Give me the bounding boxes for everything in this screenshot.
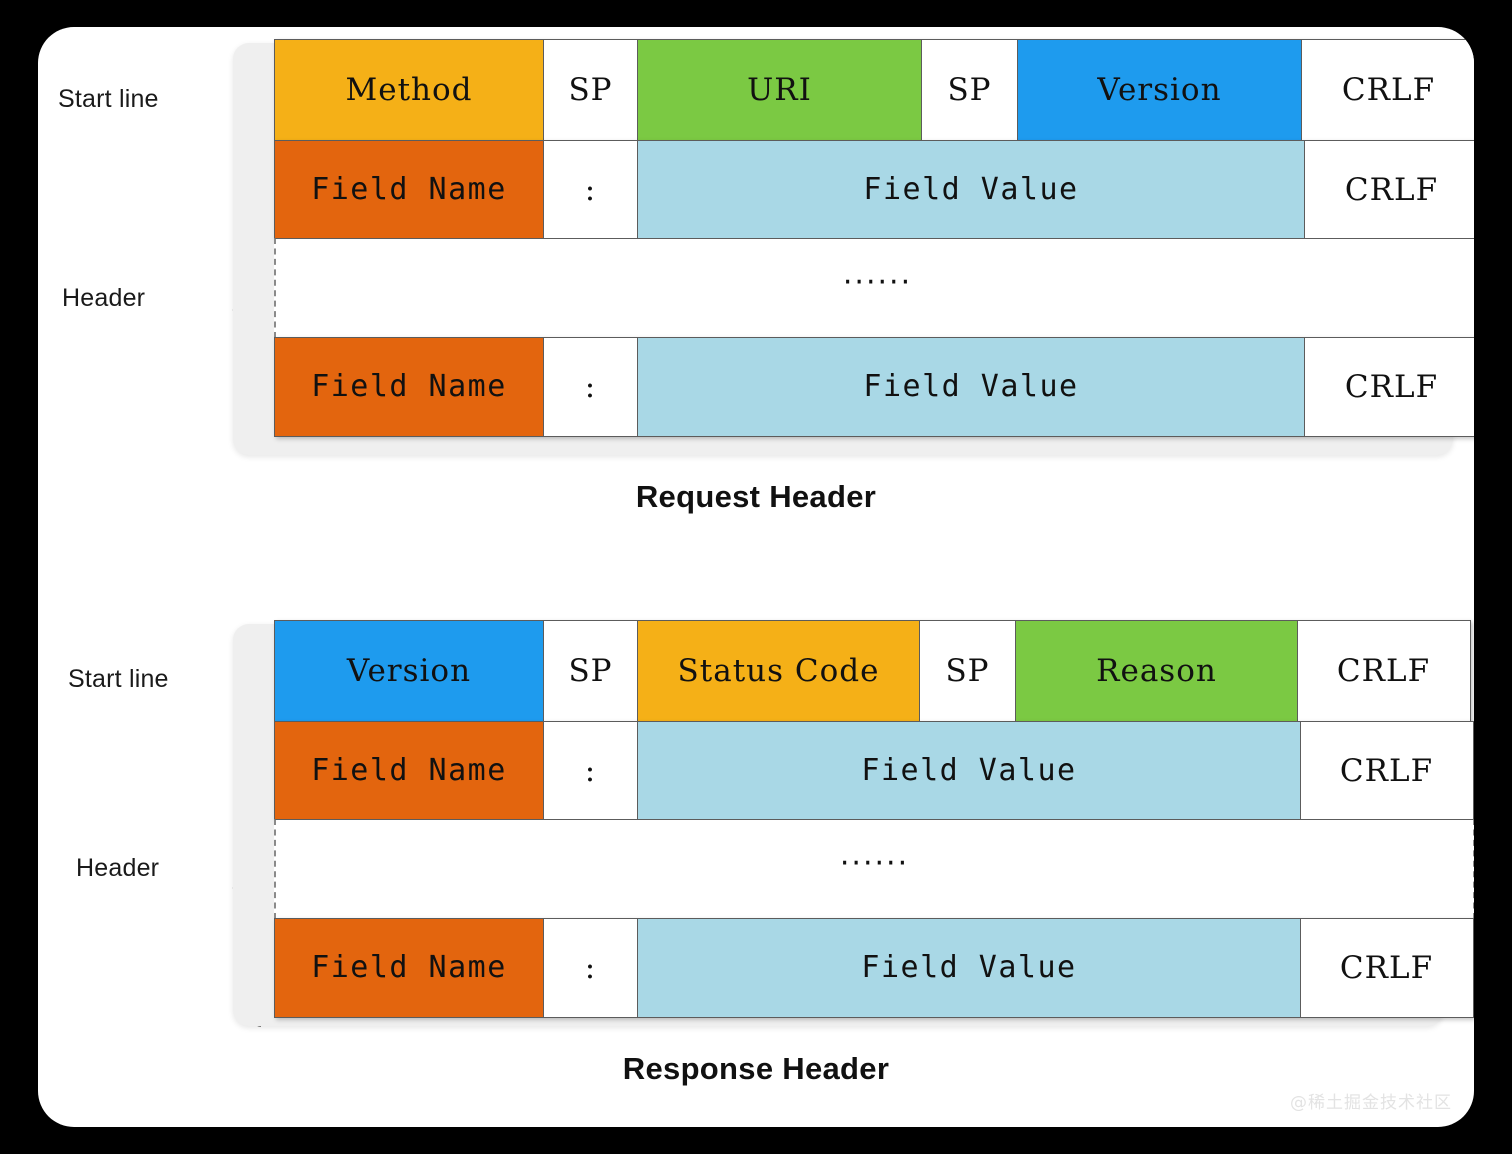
request-cell-sp-2: SP <box>920 39 1019 141</box>
request-header-label: Header <box>62 284 146 312</box>
response-cell-sp-1: SP <box>542 620 639 722</box>
response-header-row-2: Field Name : Field Value CRLF <box>274 917 1474 1018</box>
request-field-colon-2: : <box>542 336 639 437</box>
response-header-caption: Response Header <box>622 1051 890 1086</box>
response-header-row-1: Field Name : Field Value CRLF <box>274 720 1474 821</box>
request-field-value-1: Field Value <box>637 139 1305 240</box>
request-start-line-label: Start line <box>58 85 159 113</box>
response-header-section: Start line Header Version SP Status Code… <box>38 619 1474 1119</box>
response-cell-sp-2: SP <box>918 620 1017 722</box>
request-packet-table: Method SP URI SP Version CRLF Field Name… <box>274 39 1474 437</box>
response-cell-crlf-2: CRLF <box>1299 720 1474 821</box>
request-cell-uri: URI <box>637 39 922 141</box>
request-header-row-2: Field Name : Field Value CRLF <box>274 336 1474 437</box>
response-cell-reason: Reason <box>1015 620 1298 722</box>
request-field-name-2: Field Name <box>274 336 544 437</box>
response-start-line-label: Start line <box>68 665 169 693</box>
request-cell-sp-1: SP <box>542 39 639 141</box>
response-field-name-2: Field Name <box>274 917 544 1018</box>
request-cell-method: Method <box>274 39 544 141</box>
response-packet-table: Version SP Status Code SP Reason CRLF Fi… <box>274 620 1474 1018</box>
request-cell-crlf-2: CRLF <box>1303 139 1474 240</box>
response-field-colon-2: : <box>542 917 639 1018</box>
response-field-name-1: Field Name <box>274 720 544 821</box>
request-header-caption: Request Header <box>635 479 877 514</box>
request-start-line-row: Method SP URI SP Version CRLF <box>274 39 1474 141</box>
request-cell-crlf-1: CRLF <box>1300 39 1474 141</box>
request-ellipsis-row: ······ <box>274 238 1474 338</box>
diagram-card: Start line Header Method SP URI SP Versi… <box>38 27 1474 1127</box>
response-field-value-2: Field Value <box>637 917 1301 1018</box>
request-ellipsis-dots: ······ <box>842 264 913 300</box>
request-field-value-2: Field Value <box>637 336 1305 437</box>
request-field-colon-1: : <box>542 139 639 240</box>
response-field-colon-1: : <box>542 720 639 821</box>
response-cell-crlf-3: CRLF <box>1299 917 1474 1018</box>
request-cell-crlf-3: CRLF <box>1303 336 1474 437</box>
response-cell-crlf-1: CRLF <box>1296 620 1471 722</box>
response-cell-status-code: Status Code <box>637 620 920 722</box>
response-header-label: Header <box>76 854 160 882</box>
response-field-value-1: Field Value <box>637 720 1301 821</box>
response-cell-version: Version <box>274 620 544 722</box>
response-ellipsis-row: ······ <box>274 819 1474 919</box>
response-start-line-row: Version SP Status Code SP Reason CRLF <box>274 620 1474 722</box>
response-ellipsis-dots: ······ <box>839 845 910 881</box>
request-cell-version: Version <box>1017 39 1302 141</box>
request-header-row-1: Field Name : Field Value CRLF <box>274 139 1474 240</box>
watermark: @稀土掘金技术社区 <box>1290 1093 1452 1113</box>
request-header-section: Start line Header Method SP URI SP Versi… <box>38 27 1474 527</box>
request-field-name-1: Field Name <box>274 139 544 240</box>
